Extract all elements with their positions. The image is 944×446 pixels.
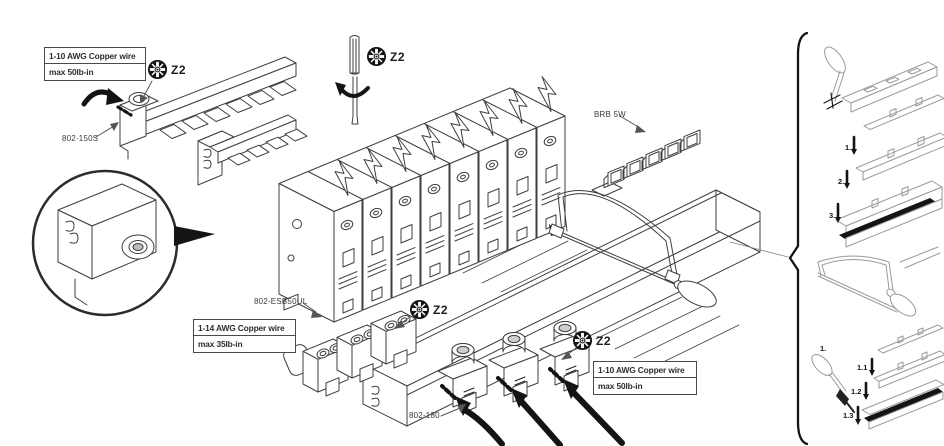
part-label-wire-lug: 802-180 — [409, 411, 440, 420]
busbar-trunk-illustration — [362, 189, 761, 427]
busbar-flags — [334, 76, 557, 196]
insert-arrow-busbar — [81, 88, 133, 117]
screw-drive-size: Z2 — [596, 333, 612, 348]
part-label-comb-busbar: 802-150S — [62, 134, 99, 143]
steps-panel — [788, 31, 944, 446]
screwdriver-illustration — [335, 35, 370, 125]
breaker-row-illustration — [278, 76, 566, 323]
pozidriv-icon — [147, 59, 168, 80]
screw-drive-size: Z2 — [171, 62, 187, 77]
busbar-cover-illustration — [197, 114, 308, 186]
step-number-rail-2: 2. — [838, 177, 845, 186]
wire-spec-torque: max 35lb-in — [198, 338, 243, 349]
step-number-cut-12: 1.2 — [851, 387, 862, 396]
screw-drive-size: Z2 — [433, 302, 449, 317]
step-arrows — [836, 135, 874, 422]
step-number-cut-11: 1.1 — [857, 363, 868, 372]
part-label-end-screw-block: 802-ESB50UL — [254, 297, 308, 306]
step-number-cut-13: 1.3 — [843, 411, 854, 420]
comb-busbar-illustration — [119, 56, 297, 160]
wire-spec-callout-top: 1-10 AWG Copper wire max 50lb-in — [44, 47, 146, 81]
screw-drive-size: Z2 — [390, 49, 406, 64]
step-number-rail-3: 3. — [829, 211, 836, 220]
screw-drive-callout-3: Z2 — [409, 299, 448, 320]
wire-spec-gauge: 1-10 AWG Copper wire — [45, 48, 145, 65]
wire-spec-gauge: 1-10 AWG Copper wire — [594, 362, 696, 379]
panel-brace — [788, 31, 809, 446]
wire-spec-torque: max 50lb-in — [598, 380, 643, 391]
step-number-rail-1: 1. — [845, 143, 852, 152]
pozidriv-icon — [572, 330, 593, 351]
wire-spec-gauge: 1-14 AWG Copper wire — [194, 320, 295, 337]
screw-drive-callout-4: Z2 — [572, 330, 611, 351]
wire-spec-callout-mid: 1-14 AWG Copper wire max 35lb-in — [193, 319, 296, 353]
detail-circle — [31, 169, 215, 317]
wire-spec-callout-bottom: 1-10 AWG Copper wire max 50lb-in — [593, 361, 697, 395]
screw-drive-callout-2: Z2 — [366, 46, 405, 67]
step-number-cut-1: 1. — [820, 344, 827, 353]
leader-lines — [95, 80, 789, 417]
pozidriv-icon — [409, 299, 430, 320]
pozidriv-icon — [366, 46, 387, 67]
brb-clip-row-illustration — [591, 129, 701, 197]
screw-drive-callout-1: Z2 — [147, 59, 186, 80]
hacksaw-illustration — [548, 190, 717, 308]
wire-spec-torque: max 50lb-in — [49, 66, 94, 77]
part-label-busbar-clip: BRB 5W — [594, 110, 626, 119]
